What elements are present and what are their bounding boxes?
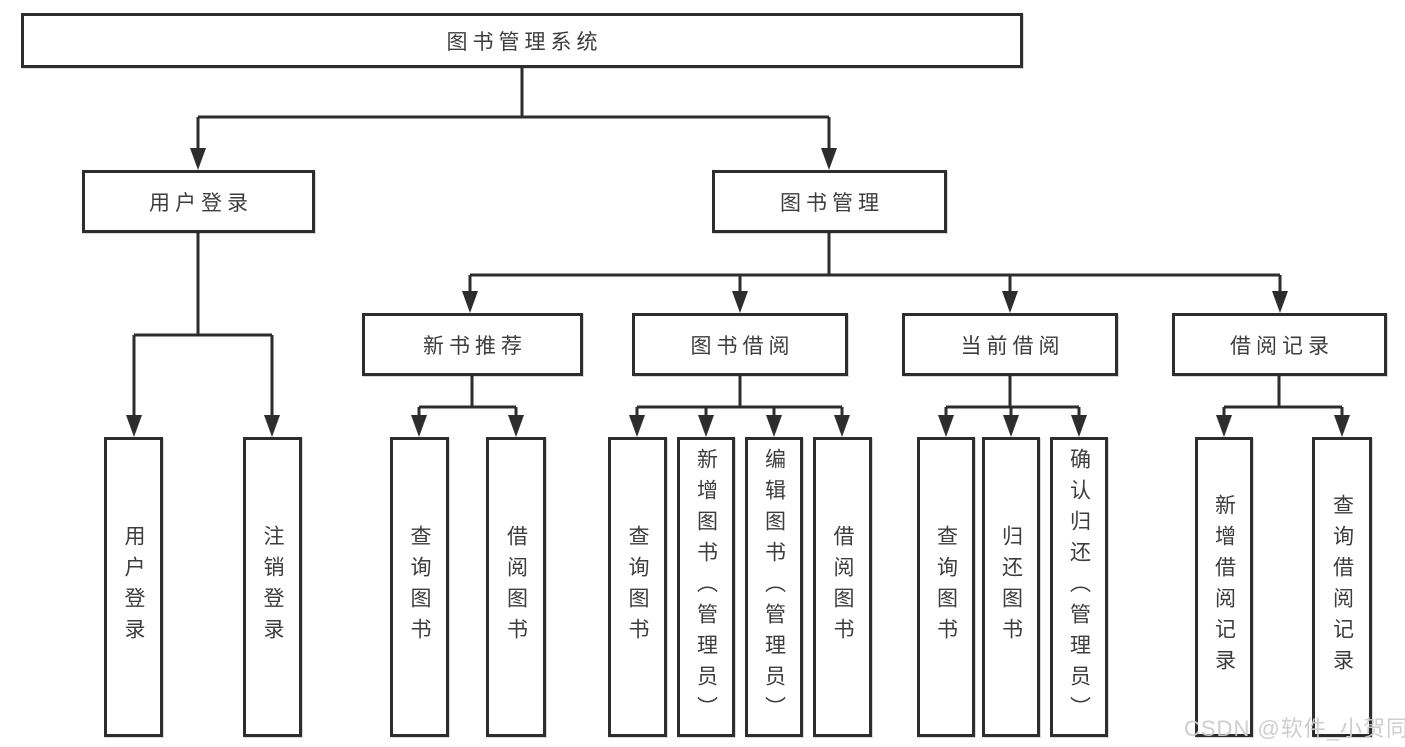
node-current-borrowing: 当前借阅 [902,313,1118,376]
arrowhead-icon [1216,415,1232,437]
node-label: 新增借阅记录 [1212,494,1236,680]
arrowhead-icon [698,415,714,437]
arrowhead-icon [834,415,850,437]
arrowhead-icon [629,415,645,437]
node-leaf-add-books-admin: 新增图书（管理员） [677,437,735,737]
node-leaf-borrow-books-rec: 借阅图书 [486,437,546,737]
arrowhead-icon [938,415,954,437]
node-leaf-query-borrow-record: 查询借阅记录 [1312,437,1372,737]
node-label: 查询图书 [934,525,958,649]
node-book-borrowing: 图书借阅 [632,313,848,376]
node-leaf-query-books-current: 查询图书 [917,437,975,737]
node-root: 图书管理系统 [21,13,1023,68]
arrowhead-icon [264,415,280,437]
arrowhead-icon [190,148,206,170]
node-label: 查询图书 [408,525,431,649]
node-label: 借阅记录 [1230,334,1334,358]
node-leaf-logout: 注销登录 [243,437,302,737]
node-label: 注销登录 [261,525,284,649]
node-leaf-return-books: 归还图书 [982,437,1040,737]
arrowhead-icon [462,291,478,313]
node-label: 图书管理系统 [446,30,603,54]
node-user-login: 用户登录 [82,170,315,233]
node-label: 图书借阅 [690,334,795,358]
arrowhead-icon [1272,291,1288,313]
node-label: 新增图书（管理员） [694,447,718,727]
arrowhead-icon [508,415,524,437]
arrowhead-icon [1003,415,1019,437]
node-leaf-add-borrow-record: 新增借阅记录 [1195,437,1253,737]
node-leaf-edit-books-admin: 编辑图书（管理员） [745,437,803,737]
node-label: 借阅图书 [831,525,854,649]
arrowhead-icon [732,291,748,313]
node-label: 查询图书 [626,525,649,649]
node-label: 确认归还（管理员） [1067,447,1091,727]
node-leaf-borrow-books: 借阅图书 [813,437,872,737]
arrowhead-icon [411,415,427,437]
node-leaf-query-books-borrow: 查询图书 [608,437,667,737]
node-label: 查询借阅记录 [1330,494,1354,680]
node-label: 归还图书 [999,525,1023,649]
node-label: 借阅图书 [504,525,528,649]
node-label: 用户登录 [122,525,145,649]
watermark: CSDN @软件_小贺同学 [1184,716,1405,741]
node-label: 当前借阅 [960,334,1065,358]
arrowhead-icon [1071,415,1087,437]
node-book-management: 图书管理 [712,170,947,233]
arrowhead-icon [821,148,837,170]
arrowhead-icon [1334,415,1350,437]
arrowhead-icon [126,415,142,437]
node-leaf-query-books-rec: 查询图书 [390,437,449,737]
node-leaf-user-login: 用户登录 [104,437,163,737]
node-label: 编辑图书（管理员） [762,447,786,727]
node-label: 图书管理 [780,191,884,215]
node-new-book-recommend: 新书推荐 [362,313,583,376]
arrowhead-icon [766,415,782,437]
node-label: 新书推荐 [423,334,527,358]
node-leaf-confirm-return-admin: 确认归还（管理员） [1050,437,1108,737]
arrowhead-icon [1002,291,1018,313]
node-borrowing-records: 借阅记录 [1172,313,1387,376]
node-label: 用户登录 [149,191,253,215]
